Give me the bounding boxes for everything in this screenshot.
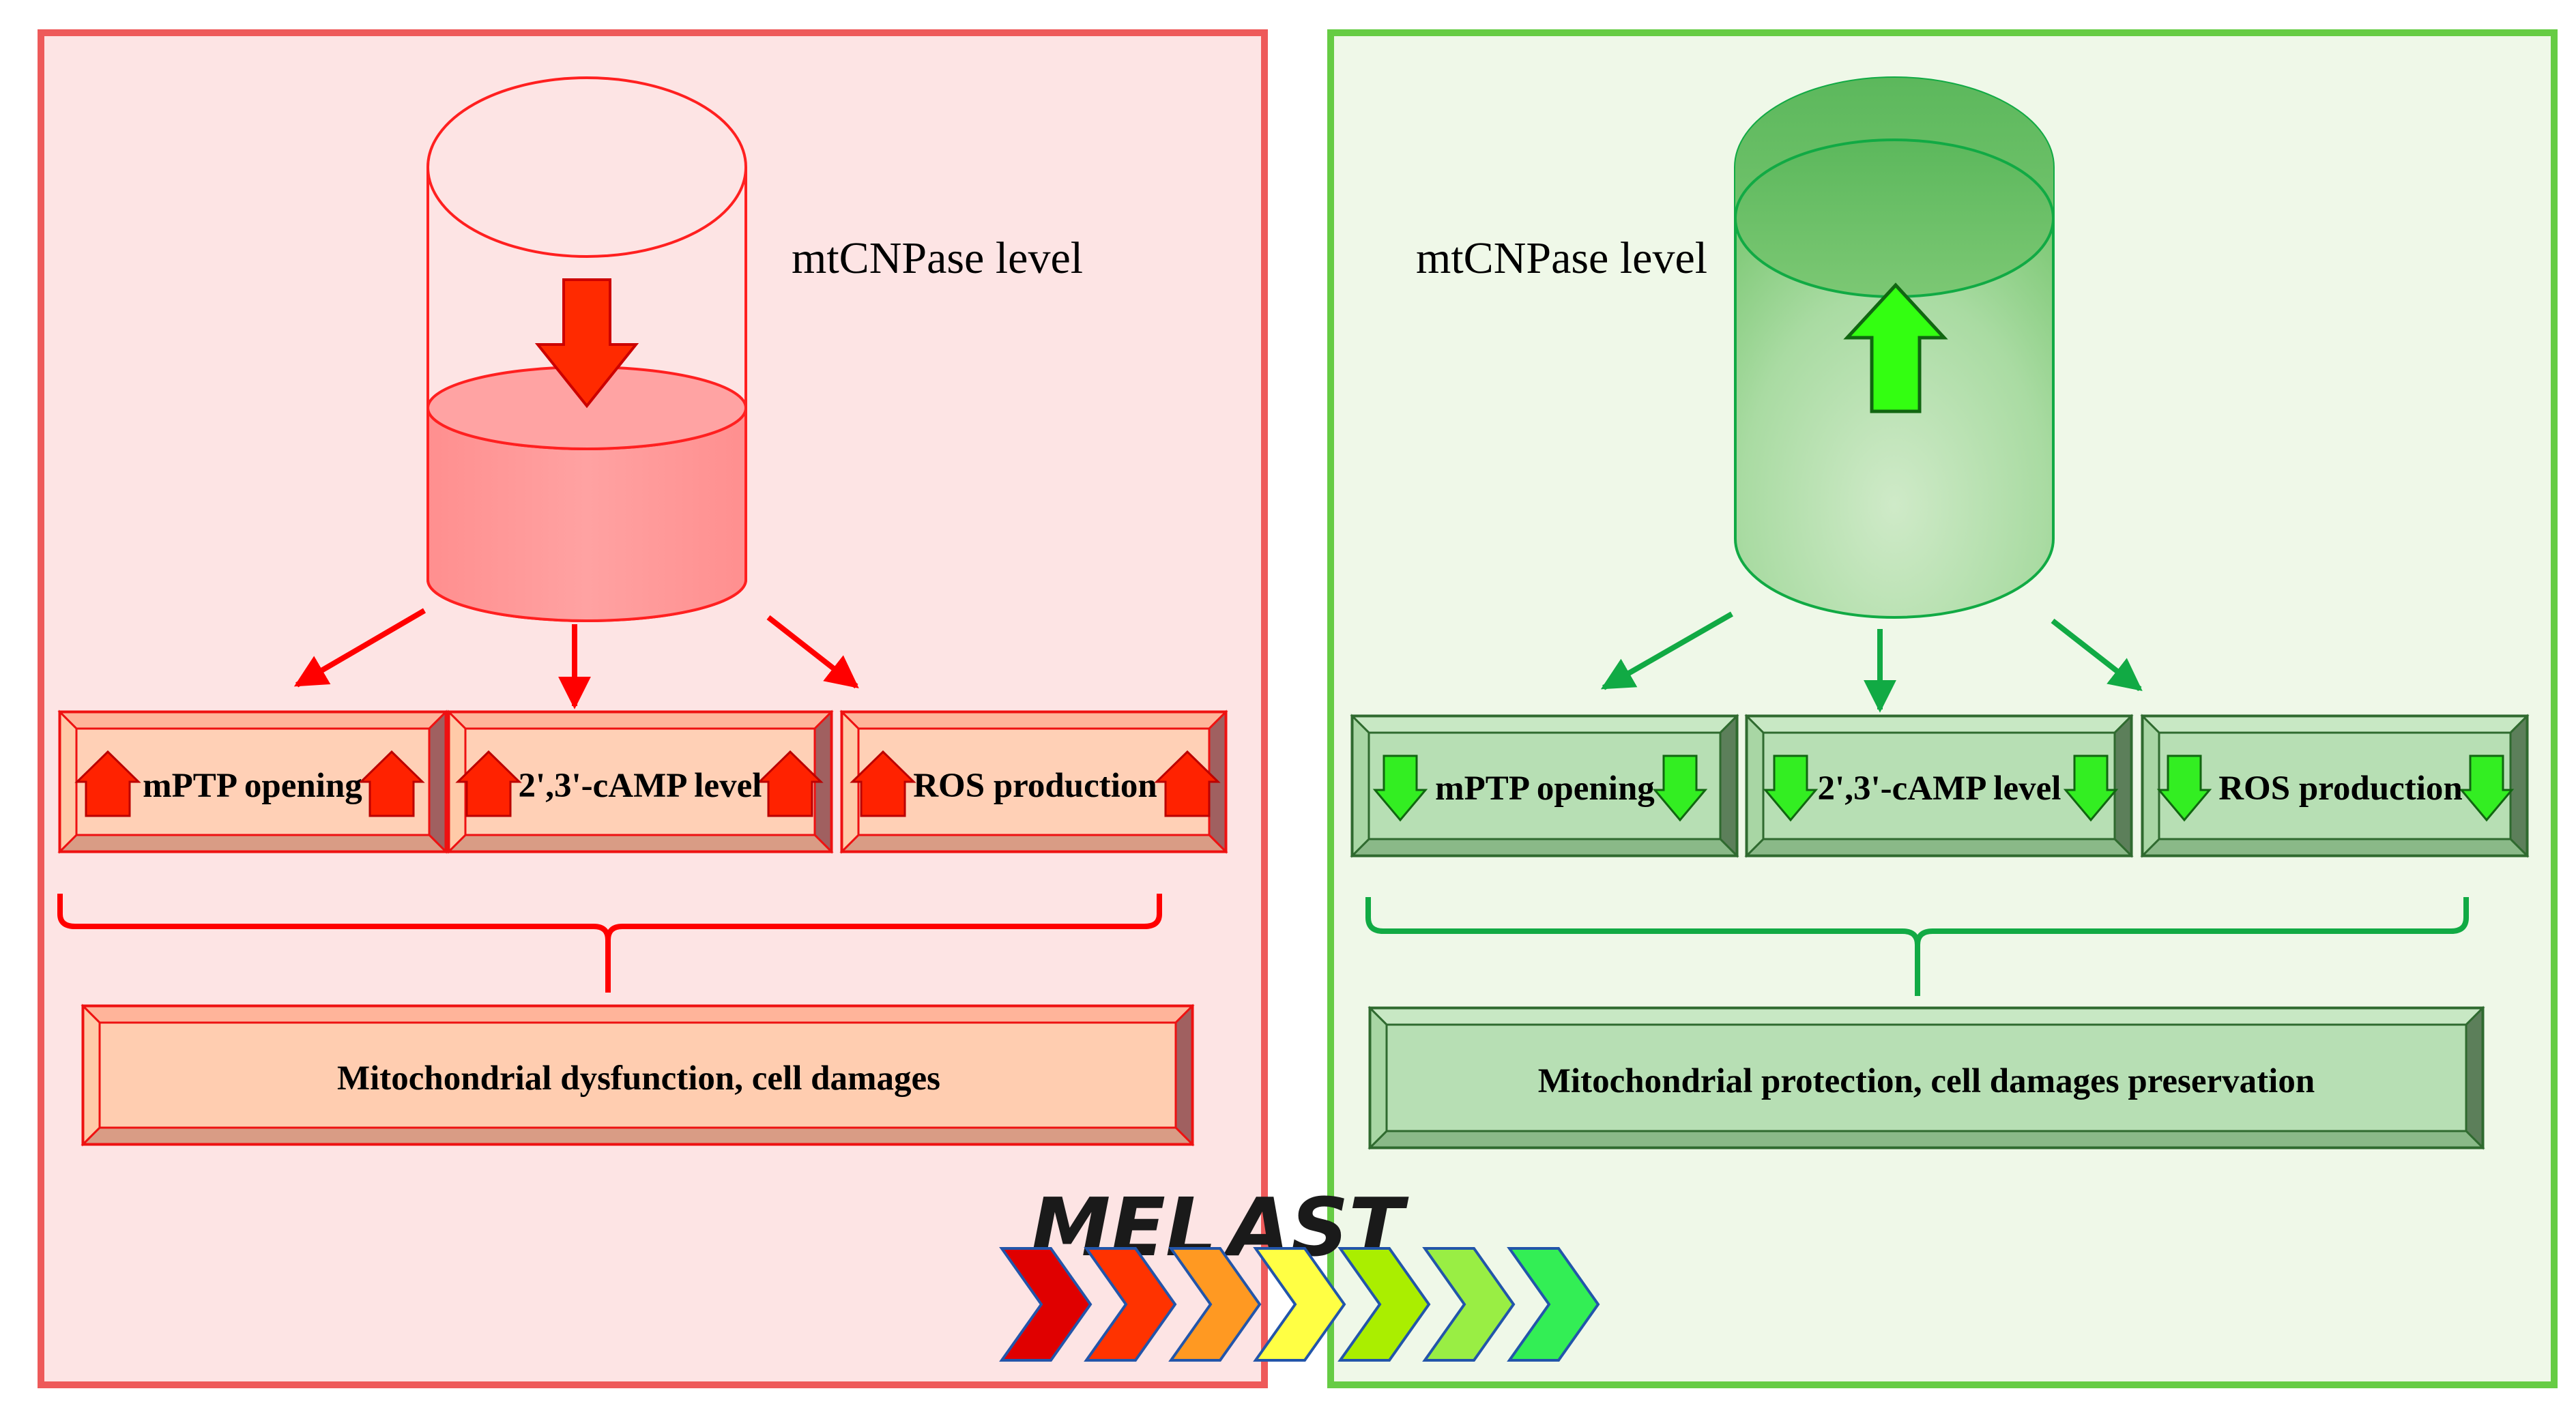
down-arrow-icon bbox=[1372, 755, 1428, 822]
up-arrow-icon bbox=[358, 750, 425, 817]
left-panel-background bbox=[38, 29, 1268, 1388]
chevron-icon bbox=[1507, 1247, 1600, 1362]
chevron-icon bbox=[1253, 1247, 1346, 1362]
right-effect-box-1: mPTP opening bbox=[1350, 714, 1739, 858]
chevron-icon bbox=[1084, 1247, 1177, 1362]
down-arrow-icon bbox=[2063, 755, 2119, 822]
right-effect-label: ROS production bbox=[2218, 770, 2463, 808]
down-arrow-icon bbox=[1763, 755, 1819, 822]
right-effect-label: 2',3'-cAMP level bbox=[1818, 770, 2061, 808]
up-arrow-icon bbox=[74, 750, 141, 817]
up-arrow-icon bbox=[455, 750, 522, 817]
right-outcome-label: Mitochondrial protection, cell damages p… bbox=[1538, 1062, 2315, 1100]
up-arrow-icon bbox=[1154, 750, 1221, 817]
up-arrow-icon bbox=[757, 750, 824, 817]
chevron-icon bbox=[1337, 1247, 1431, 1362]
left-effect-box-2: 2',3'-cAMP level bbox=[446, 709, 834, 854]
chevron-icon bbox=[999, 1247, 1092, 1362]
chevron-icon bbox=[1168, 1247, 1262, 1362]
mel-ast-logo: MEL AST bbox=[999, 1180, 1600, 1362]
down-arrow-icon bbox=[2156, 755, 2212, 822]
right-outcome-box: Mitochondrial protection, cell damages p… bbox=[1367, 1006, 2485, 1150]
right-effect-box-2: 2',3'-cAMP level bbox=[1744, 714, 2134, 858]
left-cylinder bbox=[426, 76, 747, 622]
right-cylinder bbox=[1734, 76, 2055, 619]
down-arrow-icon bbox=[2459, 755, 2515, 822]
right-panel: mtCNPase level mPTP opening 2',3 bbox=[1327, 29, 2558, 1388]
down-arrow-icon bbox=[534, 278, 639, 409]
right-branch-arrows bbox=[1600, 611, 2143, 713]
left-panel: mtCNPase level mPTP opening 2',3 bbox=[38, 29, 1268, 1388]
up-arrow-icon bbox=[1843, 282, 1948, 413]
left-outcome-label: Mitochondrial dysfunction, cell damages bbox=[337, 1059, 940, 1098]
left-brace bbox=[57, 894, 1162, 993]
left-effect-label: mPTP opening bbox=[143, 767, 362, 805]
logo-chevrons bbox=[999, 1247, 1600, 1362]
left-effect-label: ROS production bbox=[913, 767, 1157, 805]
up-arrow-icon bbox=[850, 750, 916, 817]
left-effect-label: 2',3'-cAMP level bbox=[519, 767, 762, 805]
left-cylinder-label: mtCNPase level bbox=[792, 233, 1083, 283]
left-branch-arrows bbox=[293, 608, 859, 709]
right-brace bbox=[1365, 897, 2469, 996]
down-arrow-icon bbox=[1652, 755, 1708, 822]
right-cylinder-label: mtCNPase level bbox=[1416, 233, 1707, 283]
right-effect-box-3: ROS production bbox=[2140, 714, 2530, 858]
right-effect-label: mPTP opening bbox=[1435, 770, 1655, 808]
chevron-icon bbox=[1422, 1247, 1516, 1362]
left-outcome-box: Mitochondrial dysfunction, cell damages bbox=[81, 1004, 1195, 1147]
left-effect-box-3: ROS production bbox=[839, 709, 1228, 854]
left-effect-box-1: mPTP opening bbox=[57, 709, 448, 854]
